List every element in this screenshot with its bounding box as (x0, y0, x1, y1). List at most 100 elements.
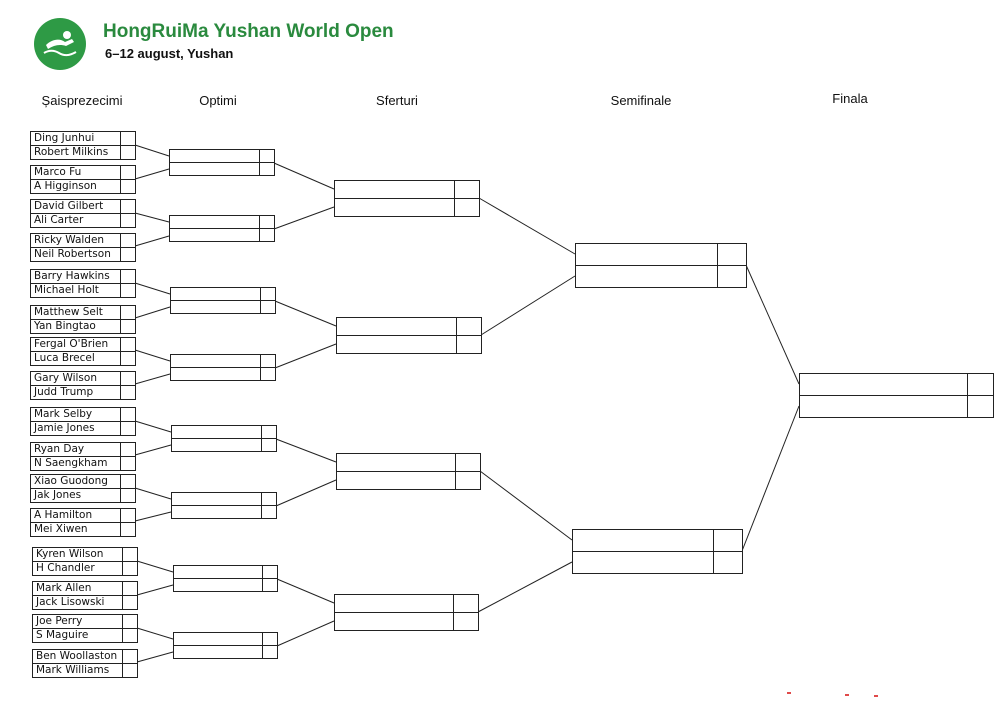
round-header-final: Finala (832, 91, 868, 106)
score-box (121, 180, 135, 193)
last32-slot-16a: Ben Woollaston (32, 649, 138, 664)
tournament-title: HongRuiMa Yushan World Open (103, 21, 394, 42)
player-name: Jak Jones (31, 489, 121, 502)
player-name: Matthew Selt (31, 306, 121, 319)
score-box (121, 443, 135, 456)
score-box (121, 523, 135, 536)
last16-slot-6a (171, 492, 277, 506)
last16-slot-3a (170, 287, 276, 301)
score-box (123, 615, 137, 628)
last16-slot-5b (171, 438, 277, 452)
round-header-semifinals: Semifinale (610, 93, 672, 108)
quarterfinal-slot-4a (334, 594, 479, 613)
last32-slot-8b: Judd Trump (30, 385, 136, 400)
score-box (121, 214, 135, 227)
quarterfinal-slot-3a (336, 453, 481, 472)
player-name: Judd Trump (31, 386, 121, 399)
player-name: Jamie Jones (31, 422, 121, 435)
score-box (121, 338, 135, 351)
last32-slot-9b: Jamie Jones (30, 421, 136, 436)
score-box (121, 146, 135, 159)
last16-slot-1a (169, 149, 275, 163)
player-name: Mark Williams (33, 664, 123, 677)
last32-slot-4b: Neil Robertson (30, 247, 136, 262)
stray-mark (787, 692, 791, 694)
player-name: Robert Milkins (31, 146, 121, 159)
last16-slot-1b (169, 162, 275, 176)
quarterfinal-slot-4b (334, 612, 479, 631)
player-name: Mark Allen (33, 582, 123, 595)
last32-slot-4a: Ricky Walden (30, 233, 136, 248)
player-name: Ryan Day (31, 443, 121, 456)
tournament-dates: 6–12 august, Yushan (105, 46, 234, 61)
score-box (121, 320, 135, 333)
score-box (121, 200, 135, 213)
quarterfinal-slot-1b (334, 198, 480, 217)
score-box (121, 284, 135, 297)
round-header-last16: Optimi (199, 93, 237, 108)
score-box (121, 386, 135, 399)
player-name: Joe Perry (33, 615, 123, 628)
score-box (123, 548, 137, 561)
last32-slot-9a: Mark Selby (30, 407, 136, 422)
player-name: Michael Holt (31, 284, 121, 297)
last32-slot-12a: A Hamilton (30, 508, 136, 523)
player-name: Marco Fu (31, 166, 121, 179)
last32-slot-13b: H Chandler (32, 561, 138, 576)
last32-slot-13a: Kyren Wilson (32, 547, 138, 562)
score-box (121, 475, 135, 488)
round-header-quarterfinals: Sferturi (376, 93, 418, 108)
last32-slot-6a: Matthew Selt (30, 305, 136, 320)
last32-slot-15b: S Maguire (32, 628, 138, 643)
last32-slot-14b: Jack Lisowski (32, 595, 138, 610)
semifinal-slot-1a (575, 243, 747, 266)
quarterfinal-slot-1a (334, 180, 480, 199)
player-name: Ali Carter (31, 214, 121, 227)
quarterfinal-slot-2a (336, 317, 482, 336)
last32-slot-8a: Gary Wilson (30, 371, 136, 386)
final-slot-b (799, 395, 994, 418)
last32-slot-2b: A Higginson (30, 179, 136, 194)
last32-slot-1b: Robert Milkins (30, 145, 136, 160)
player-name: Yan Bingtao (31, 320, 121, 333)
round-header-last32: Șaisprezecimi (41, 93, 123, 108)
last16-slot-7a (173, 565, 278, 579)
last32-slot-10b: N Saengkham (30, 456, 136, 471)
player-name: Barry Hawkins (31, 270, 121, 283)
score-box (121, 166, 135, 179)
semifinal-slot-2a (572, 529, 743, 552)
last16-slot-7b (173, 578, 278, 592)
player-name: Gary Wilson (31, 372, 121, 385)
score-box (121, 422, 135, 435)
last32-slot-7a: Fergal O'Brien (30, 337, 136, 352)
last32-slot-11b: Jak Jones (30, 488, 136, 503)
score-box (123, 562, 137, 575)
last16-slot-5a (171, 425, 277, 439)
last16-slot-4b (170, 367, 276, 381)
last32-slot-3b: Ali Carter (30, 213, 136, 228)
player-name: Ding Junhui (31, 132, 121, 145)
player-name: A Hamilton (31, 509, 121, 522)
tournament-logo (34, 18, 86, 70)
last32-slot-5b: Michael Holt (30, 283, 136, 298)
stray-mark (874, 695, 878, 697)
last32-slot-1a: Ding Junhui (30, 131, 136, 146)
player-name: H Chandler (33, 562, 123, 575)
last16-slot-4a (170, 354, 276, 368)
score-box (121, 132, 135, 145)
player-name: Jack Lisowski (33, 596, 123, 609)
last32-slot-15a: Joe Perry (32, 614, 138, 629)
player-name: Ben Woollaston (33, 650, 123, 663)
player-name: Mei Xiwen (31, 523, 121, 536)
score-box (123, 629, 137, 642)
player-name: S Maguire (33, 629, 123, 642)
player-name: N Saengkham (31, 457, 121, 470)
score-box (123, 664, 137, 677)
player-name: Xiao Guodong (31, 475, 121, 488)
last32-slot-16b: Mark Williams (32, 663, 138, 678)
semifinal-slot-2b (572, 551, 743, 574)
player-name: Fergal O'Brien (31, 338, 121, 351)
player-name: Ricky Walden (31, 234, 121, 247)
last32-slot-7b: Luca Brecel (30, 351, 136, 366)
